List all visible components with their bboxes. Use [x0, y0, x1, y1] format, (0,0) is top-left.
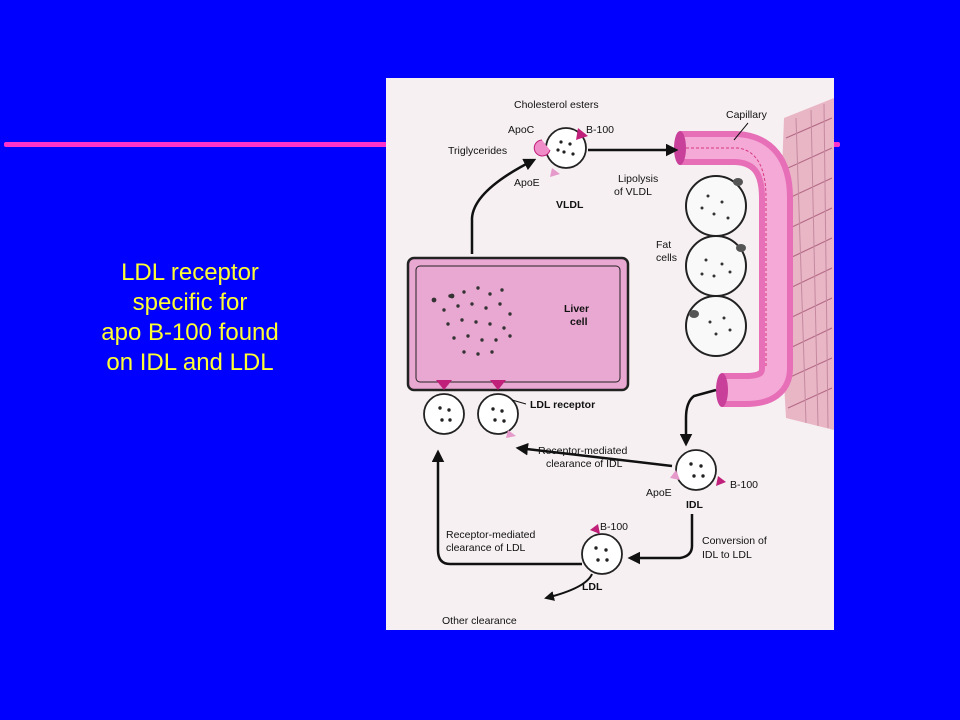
lipolysis-label-2: of VLDL: [614, 186, 652, 198]
idl-particle: [670, 449, 726, 491]
slide-caption: LDL receptor specific for apo B-100 foun…: [40, 258, 340, 378]
liver-label-1: Liver: [564, 303, 589, 315]
conversion-label-1: Conversion of: [702, 535, 767, 547]
b100-vldl-label: B-100: [586, 124, 614, 136]
rm-idl-label-2: clearance of IDL: [546, 458, 623, 470]
lipoprotein-diagram: Capillary Fat cells Cholesterol esters A…: [386, 78, 834, 630]
caption-line-2: specific for: [132, 289, 248, 316]
fat-label-1: Fat: [656, 239, 671, 251]
receptor-particle-2: [477, 393, 519, 438]
fat-label-2: cells: [656, 252, 677, 264]
caption-line-3: apo B-100 found: [101, 319, 279, 346]
ldl-label: LDL: [582, 581, 603, 593]
rm-ldl-label-2: clearance of LDL: [446, 542, 526, 554]
apoe-idl-label: ApoE: [646, 487, 672, 499]
conversion-label-2: IDL to LDL: [702, 549, 752, 561]
vldl-label: VLDL: [556, 199, 584, 211]
b100-ldl-label: B-100: [600, 521, 628, 533]
receptor-2: [490, 380, 506, 390]
fat-cells: [685, 175, 747, 357]
b100-triangle: [576, 128, 588, 140]
liver-label-2: cell: [570, 316, 588, 328]
capillary: [674, 131, 793, 407]
liver-cell: [406, 256, 630, 392]
caption-line-4: on IDL and LDL: [106, 349, 274, 376]
caption-line-1: LDL receptor: [121, 259, 259, 286]
cholesterol-esters-label: Cholesterol esters: [514, 99, 599, 111]
triglycerides-label: Triglycerides: [448, 145, 507, 157]
idl-label: IDL: [686, 499, 704, 511]
vldl-particle: [533, 127, 588, 177]
lipolysis-label-1: Lipolysis: [618, 173, 658, 185]
b100-idl-label: B-100: [730, 479, 758, 491]
rm-ldl-label-1: Receptor-mediated: [446, 529, 535, 541]
receptor-1: [436, 380, 452, 390]
ldl-particle: [581, 524, 623, 575]
apoe-vldl-label: ApoE: [514, 177, 540, 189]
receptor-particle-1: [423, 393, 465, 435]
apoc-label: ApoC: [508, 124, 535, 136]
ldl-receptor-label: LDL receptor: [530, 399, 595, 411]
rm-idl-label-1: Receptor-mediated: [538, 445, 627, 457]
capillary-label: Capillary: [726, 109, 768, 121]
other-clearance-label: Other clearance: [442, 615, 517, 627]
apoe-triangle: [550, 168, 560, 177]
